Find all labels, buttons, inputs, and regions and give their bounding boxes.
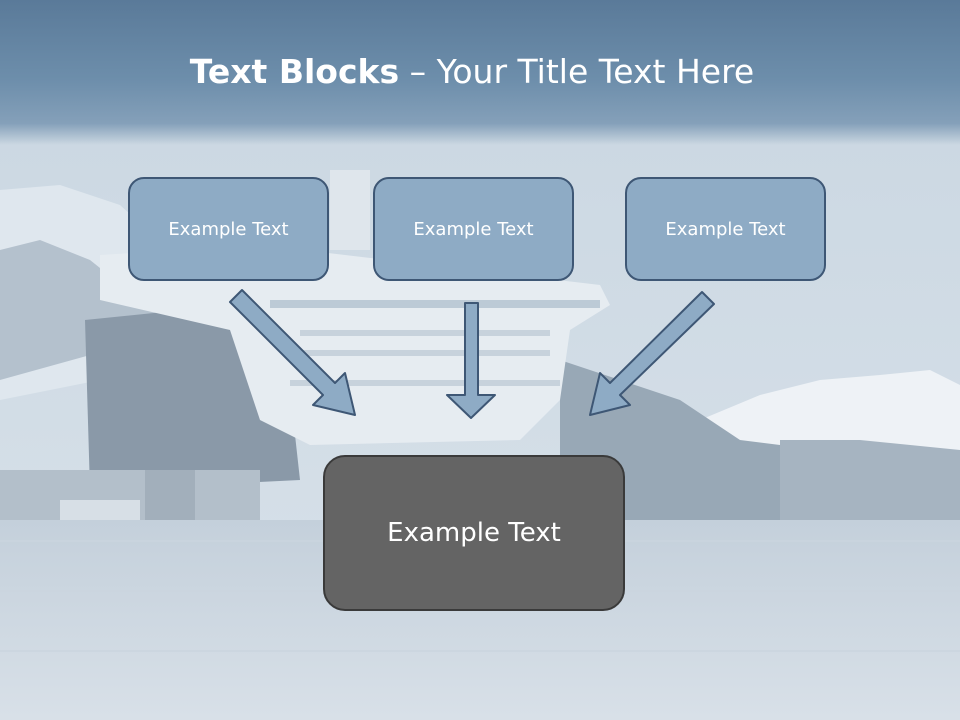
slide-title: Text Blocks – Your Title Text Here	[0, 52, 944, 91]
text-box-3-label: Example Text	[665, 218, 786, 240]
text-box-1[interactable]: Example Text	[128, 177, 329, 281]
arrow-left	[229, 289, 356, 416]
right-mountain-snow	[700, 370, 960, 450]
arrow-right	[589, 291, 715, 416]
text-box-2-label: Example Text	[413, 218, 534, 240]
text-box-3[interactable]: Example Text	[625, 177, 826, 281]
title-band	[0, 0, 960, 145]
title-rest: – Your Title Text Here	[399, 52, 755, 91]
text-box-2[interactable]: Example Text	[373, 177, 574, 281]
title-bold: Text Blocks	[189, 52, 400, 91]
result-box[interactable]: Example Text	[323, 455, 625, 611]
arrow-middle	[446, 302, 496, 419]
result-box-label: Example Text	[387, 518, 561, 548]
text-box-1-label: Example Text	[168, 218, 289, 240]
